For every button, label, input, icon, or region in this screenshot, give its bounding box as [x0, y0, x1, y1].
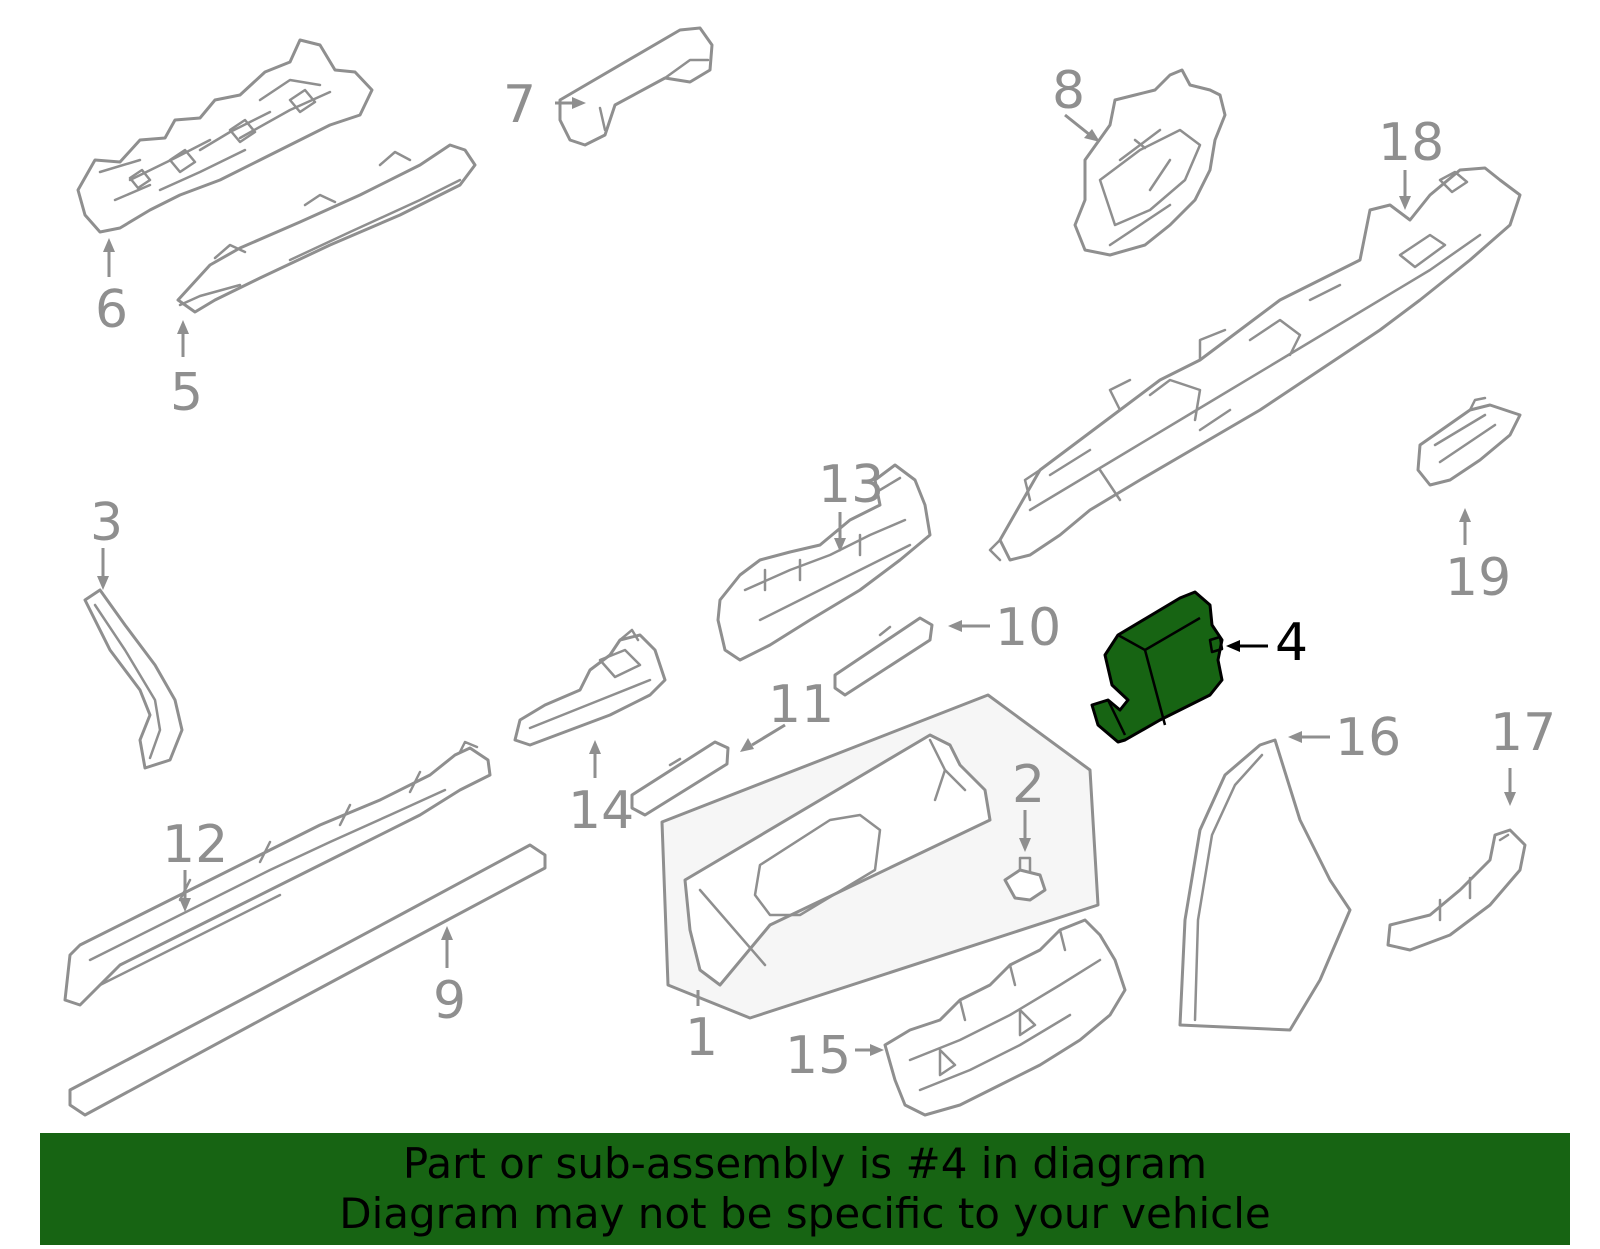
- banner-line-disclaimer: Diagram may not be specific to your vehi…: [339, 1189, 1271, 1238]
- callout-17: 17: [1490, 703, 1556, 763]
- callout-12: 12: [162, 815, 228, 875]
- leader-lines: [97, 97, 1516, 1056]
- banner-line-part: Part or sub-assembly is #4 in diagram: [402, 1139, 1208, 1188]
- callout-14: 14: [568, 781, 634, 841]
- info-banner: Part or sub-assembly is #4 in diagram Di…: [40, 1133, 1570, 1245]
- callout-4: 4: [1275, 613, 1308, 673]
- part-7[interactable]: [558, 26, 714, 147]
- part-18[interactable]: [988, 166, 1522, 562]
- callout-2: 2: [1012, 755, 1045, 815]
- part-14[interactable]: [513, 628, 667, 747]
- callout-13: 13: [818, 455, 884, 515]
- callout-3: 3: [90, 493, 123, 553]
- part-12[interactable]: [63, 740, 492, 1007]
- part-2[interactable]: [1003, 856, 1047, 902]
- part-9[interactable]: [68, 843, 547, 1117]
- part-3[interactable]: [83, 588, 184, 770]
- part-5[interactable]: [176, 143, 477, 314]
- callout-1: 1: [685, 1008, 718, 1068]
- callout-11: 11: [768, 675, 834, 735]
- callout-9: 9: [433, 971, 466, 1031]
- part-6[interactable]: [76, 38, 374, 234]
- part-19[interactable]: [1416, 396, 1522, 487]
- part-17[interactable]: [1386, 828, 1527, 952]
- part-16[interactable]: [1178, 738, 1352, 1032]
- callout-8: 8: [1052, 61, 1085, 121]
- part-11[interactable]: [630, 740, 730, 817]
- callout-5: 5: [170, 363, 203, 423]
- callout-6: 6: [95, 280, 128, 340]
- part-1[interactable]: [660, 693, 1100, 1020]
- part-8[interactable]: [1073, 68, 1227, 257]
- callout-18: 18: [1378, 113, 1444, 173]
- callout-15: 15: [785, 1026, 851, 1086]
- callout-16: 16: [1335, 708, 1401, 768]
- callout-10: 10: [995, 598, 1061, 658]
- part-10[interactable]: [833, 616, 934, 697]
- callout-labels: 1 2 3 4 5 6 7 8 9 10 11 12 13 14 15 16 1…: [90, 61, 1556, 1086]
- part-4-highlighted[interactable]: [1090, 590, 1224, 744]
- callout-7: 7: [503, 75, 536, 135]
- callout-19: 19: [1445, 548, 1511, 608]
- part-13[interactable]: [716, 463, 932, 662]
- part-15[interactable]: [883, 918, 1127, 1117]
